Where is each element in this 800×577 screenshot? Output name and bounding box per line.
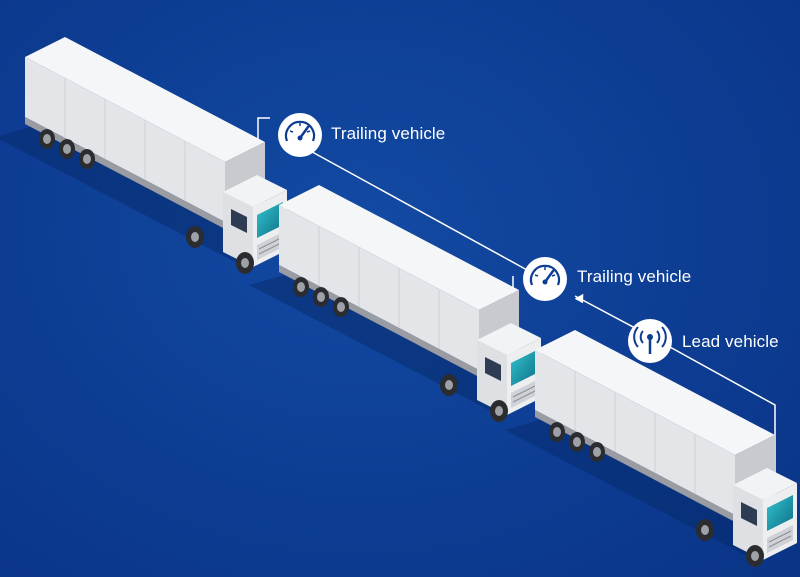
radio-antenna-icon: [628, 319, 672, 363]
label-trailing-vehicle-2: Trailing vehicle: [577, 267, 692, 286]
lead-truck: [504, 329, 798, 568]
trailing-truck-1: [0, 36, 288, 275]
speedometer-icon: [523, 257, 567, 301]
speedometer-icon: [278, 113, 322, 157]
label-lead-vehicle: Lead vehicle: [682, 332, 779, 351]
label-trailing-vehicle-1: Trailing vehicle: [331, 124, 446, 143]
trailing-truck-2: [248, 184, 542, 423]
arrow-head-1: [574, 293, 584, 304]
